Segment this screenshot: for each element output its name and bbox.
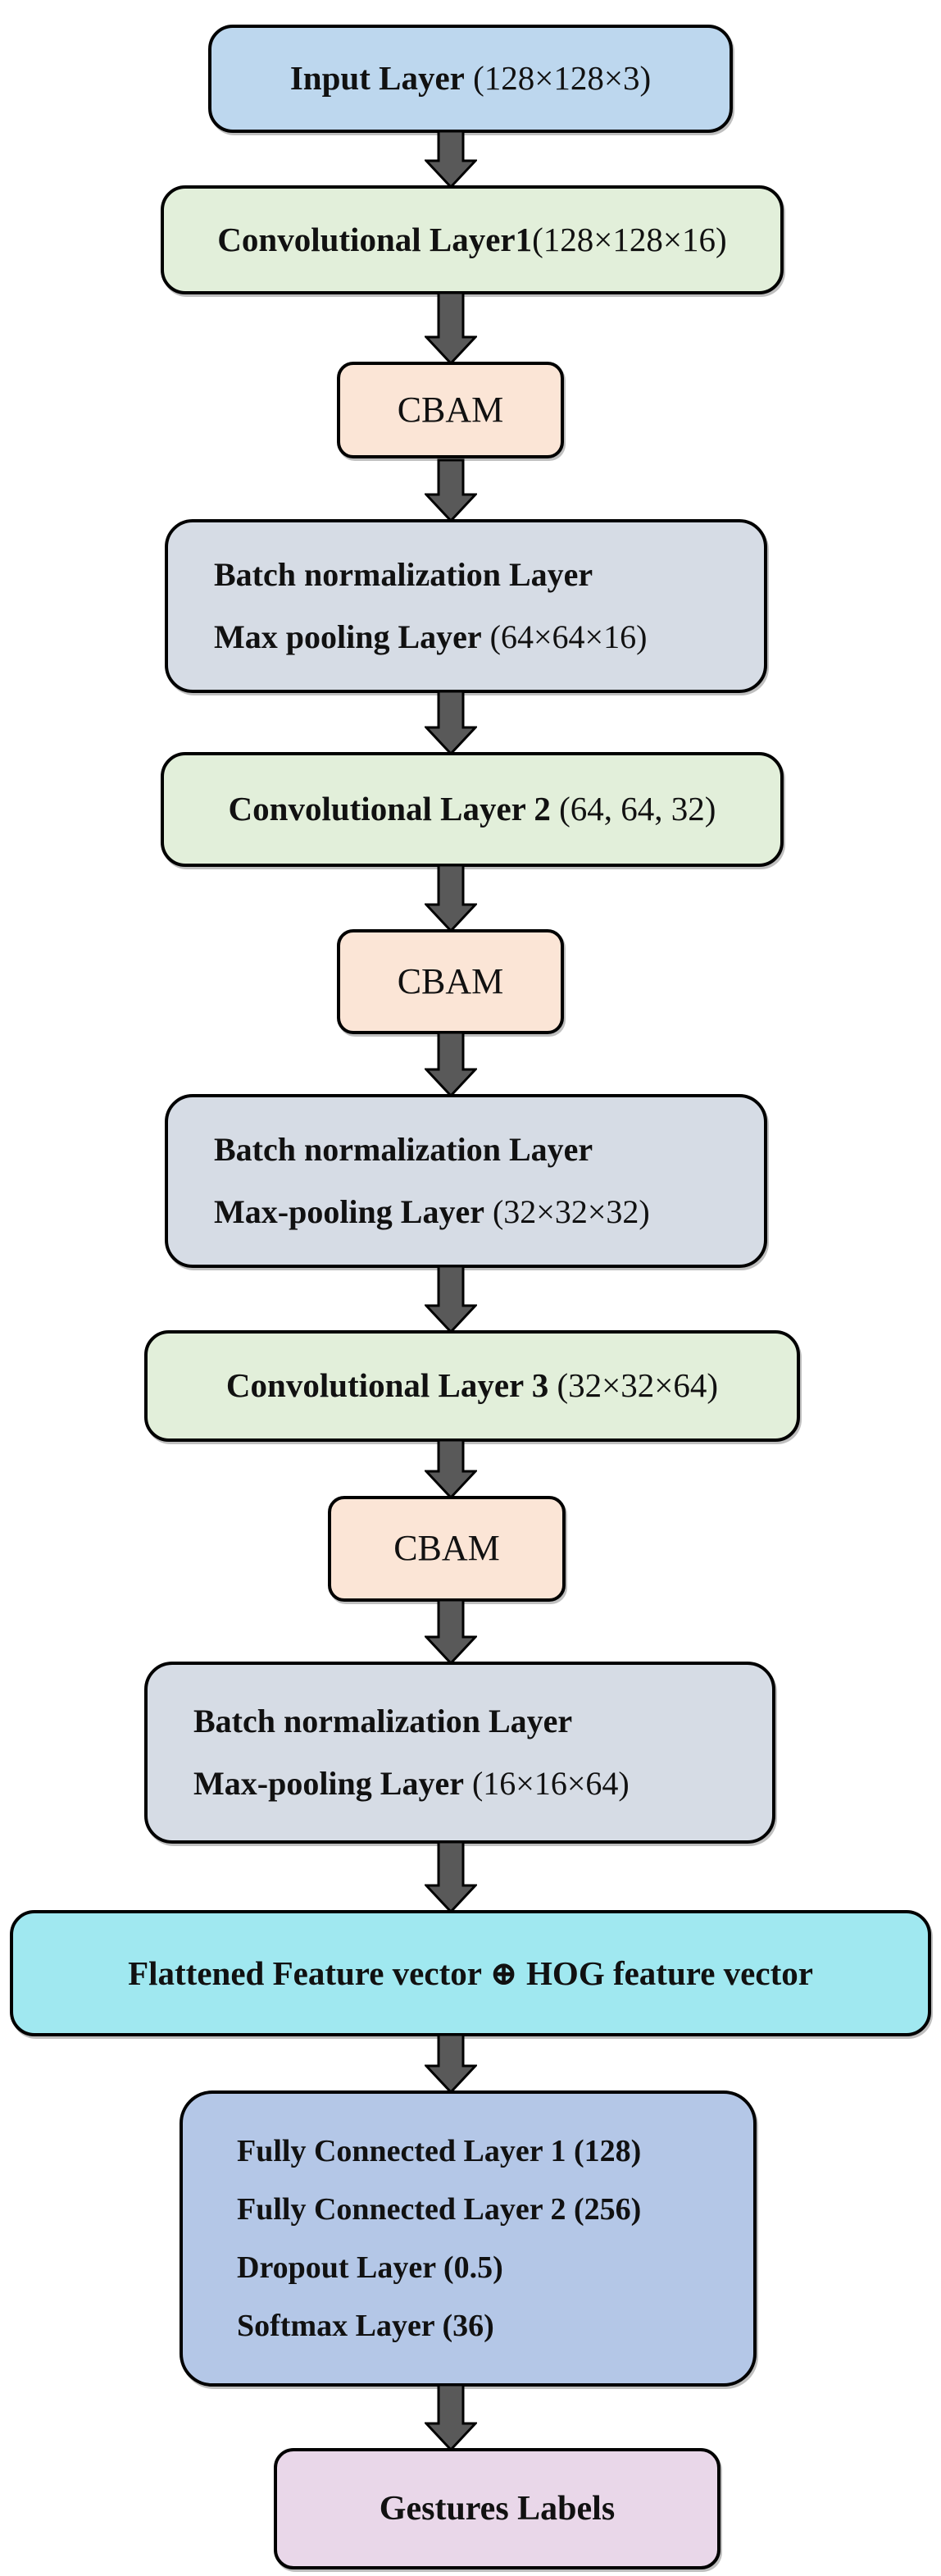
label-text: Batch normalization Layer: [214, 1131, 593, 1168]
node-label: Flattened Feature vector ⊕ HOG feature v…: [128, 1954, 813, 1992]
label-text: Batch normalization Layer: [214, 556, 593, 593]
node-label: Input Layer (128×128×3): [290, 58, 651, 98]
dims-text: (32×32×64): [548, 1366, 719, 1405]
node-line: Batch normalization Layer: [148, 1690, 572, 1753]
label-text: Convolutional Layer 2: [228, 790, 551, 828]
node-batchnorm-maxpool-3: Batch normalization Layer Max-pooling La…: [144, 1662, 775, 1844]
arrow-down-icon: [425, 2383, 477, 2451]
label-text: Convolutional Layer 3: [225, 1366, 549, 1405]
node-label: Convolutional Layer 2 (64, 64, 32): [229, 789, 716, 829]
arrow-down-icon: [425, 1598, 477, 1665]
node-input-layer: Input Layer (128×128×3): [208, 25, 733, 133]
node-line: Max-pooling Layer (32×32×32): [168, 1181, 650, 1243]
node-label: Convolutional Layer 3 (32×32×64): [226, 1366, 718, 1406]
node-label: CBAM: [397, 389, 504, 430]
node-line: Fully Connected Layer 2 (256): [237, 2191, 642, 2227]
dims-text: (64×64×16): [481, 618, 648, 655]
label-text: Max-pooling Layer: [193, 1765, 464, 1802]
node-batchnorm-maxpool-2: Batch normalization Layer Max-pooling La…: [165, 1094, 767, 1268]
node-label: CBAM: [397, 960, 504, 1001]
arrow-down-icon: [425, 1265, 477, 1334]
dims-text: (32×32×32): [484, 1193, 650, 1230]
arrow-down-icon: [425, 291, 477, 365]
node-cbam-2: CBAM: [337, 929, 564, 1034]
node-line: Batch normalization Layer: [168, 544, 593, 606]
node-conv-layer-3: Convolutional Layer 3 (32×32×64): [144, 1330, 800, 1442]
label-text: Max-pooling Layer: [214, 1193, 484, 1230]
node-line: Max-pooling Layer (16×16×64): [148, 1753, 630, 1815]
node-cbam-3: CBAM: [328, 1496, 566, 1602]
node-feature-fusion: Flattened Feature vector ⊕ HOG feature v…: [10, 1910, 931, 2036]
node-conv-layer-1: Convolutional Layer1(128×128×16): [161, 185, 784, 294]
arrow-down-icon: [425, 130, 477, 189]
dims-text: (128×128×3): [464, 59, 652, 98]
label-text: Input Layer: [289, 59, 465, 98]
label-text: Batch normalization Layer: [193, 1703, 573, 1739]
node-label: Gestures Labels: [379, 2490, 616, 2528]
node-conv-layer-2: Convolutional Layer 2 (64, 64, 32): [161, 752, 784, 867]
label-text: Convolutional Layer1: [217, 220, 533, 258]
arrow-down-icon: [425, 1840, 477, 1913]
node-line: Softmax Layer (36): [237, 2308, 494, 2343]
node-line: Dropout Layer (0.5): [237, 2250, 503, 2285]
arrow-down-icon: [425, 1438, 477, 1499]
dims-text: (64, 64, 32): [550, 790, 716, 828]
node-output-labels: Gestures Labels: [274, 2448, 721, 2569]
node-cbam-1: CBAM: [337, 362, 564, 458]
node-line: Batch normalization Layer: [168, 1119, 593, 1181]
node-classifier-head: Fully Connected Layer 1 (128) Fully Conn…: [180, 2090, 757, 2387]
dims-text: (128×128×16): [532, 220, 727, 258]
arrow-down-icon: [425, 864, 477, 932]
node-label: Convolutional Layer1(128×128×16): [217, 220, 726, 260]
arrow-down-icon: [425, 2033, 477, 2094]
node-label: CBAM: [393, 1528, 500, 1569]
node-line: Max pooling Layer (64×64×16): [168, 606, 647, 668]
dims-text: (16×16×64): [463, 1765, 630, 1802]
node-line: Fully Connected Layer 1 (128): [237, 2133, 642, 2168]
node-batchnorm-maxpool-1: Batch normalization Layer Max pooling La…: [165, 519, 767, 693]
arrow-down-icon: [425, 690, 477, 755]
arrow-down-icon: [425, 458, 477, 522]
arrow-down-icon: [425, 1031, 477, 1097]
label-text: Max pooling Layer: [214, 618, 482, 655]
